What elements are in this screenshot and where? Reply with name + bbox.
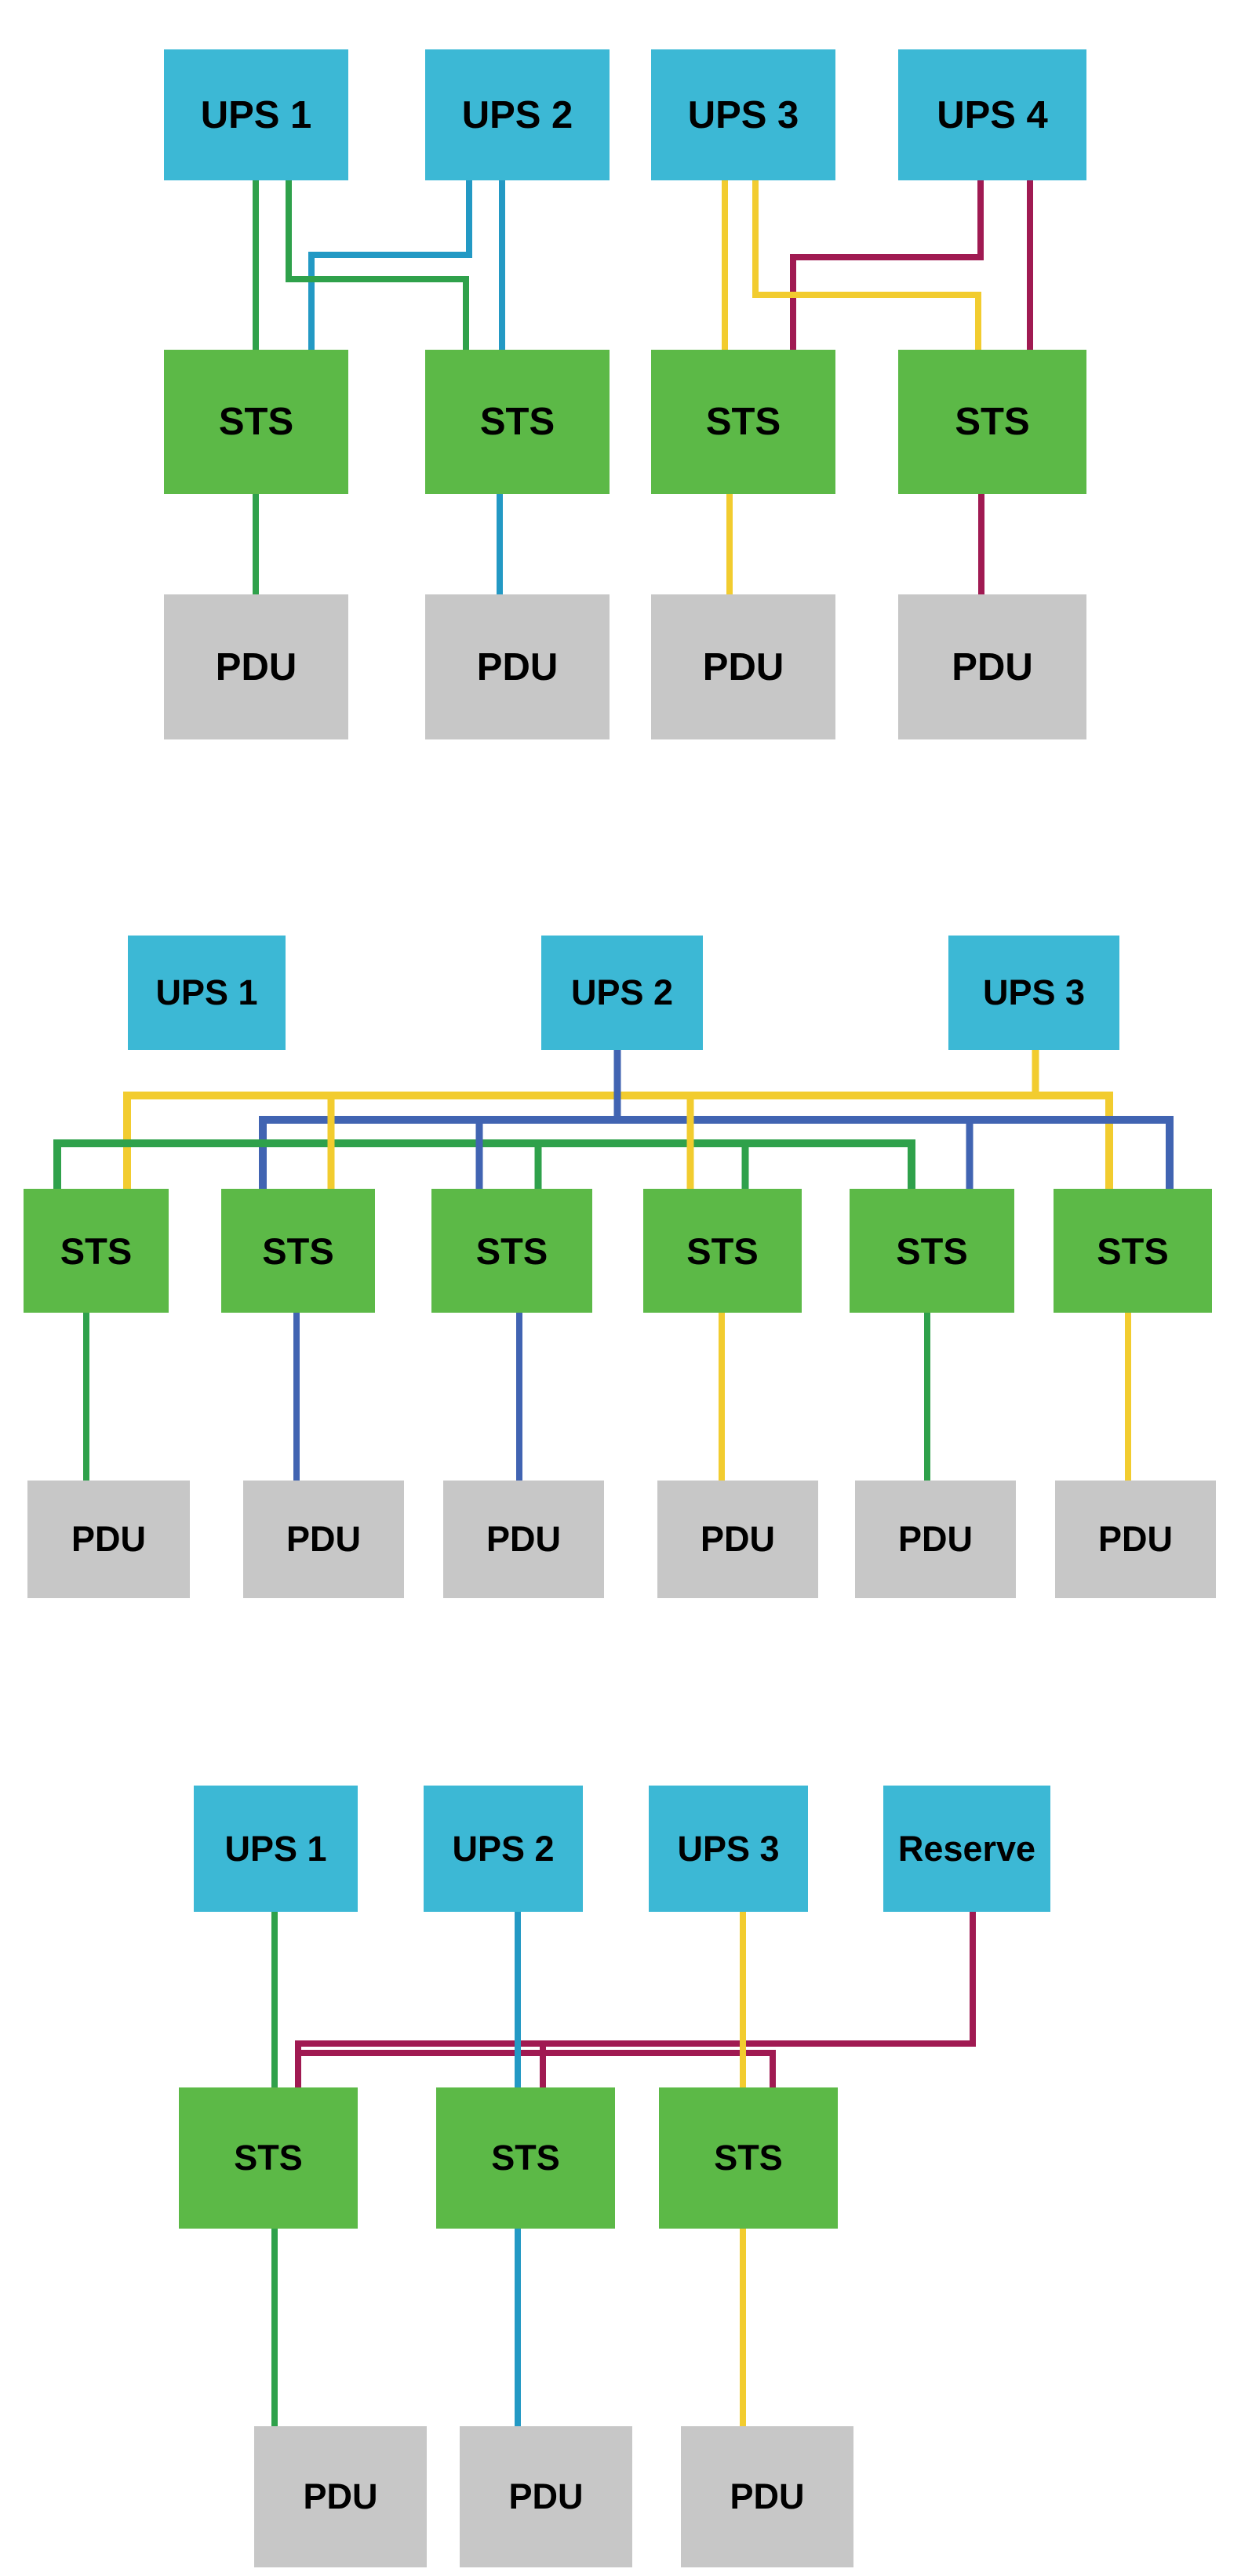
wire-top-teal-0	[308, 180, 472, 350]
wire-bottom-crimson-1	[301, 2050, 776, 2087]
wire-middle-green-2	[53, 1139, 915, 1189]
wire-top-green-1	[286, 180, 469, 350]
wire-middle-royal-1	[259, 1116, 1174, 1189]
wire-top-crimson-2	[790, 180, 984, 350]
wire-bottom-crimson-0	[295, 1912, 976, 2087]
wire-top-yellow-3	[752, 180, 981, 350]
